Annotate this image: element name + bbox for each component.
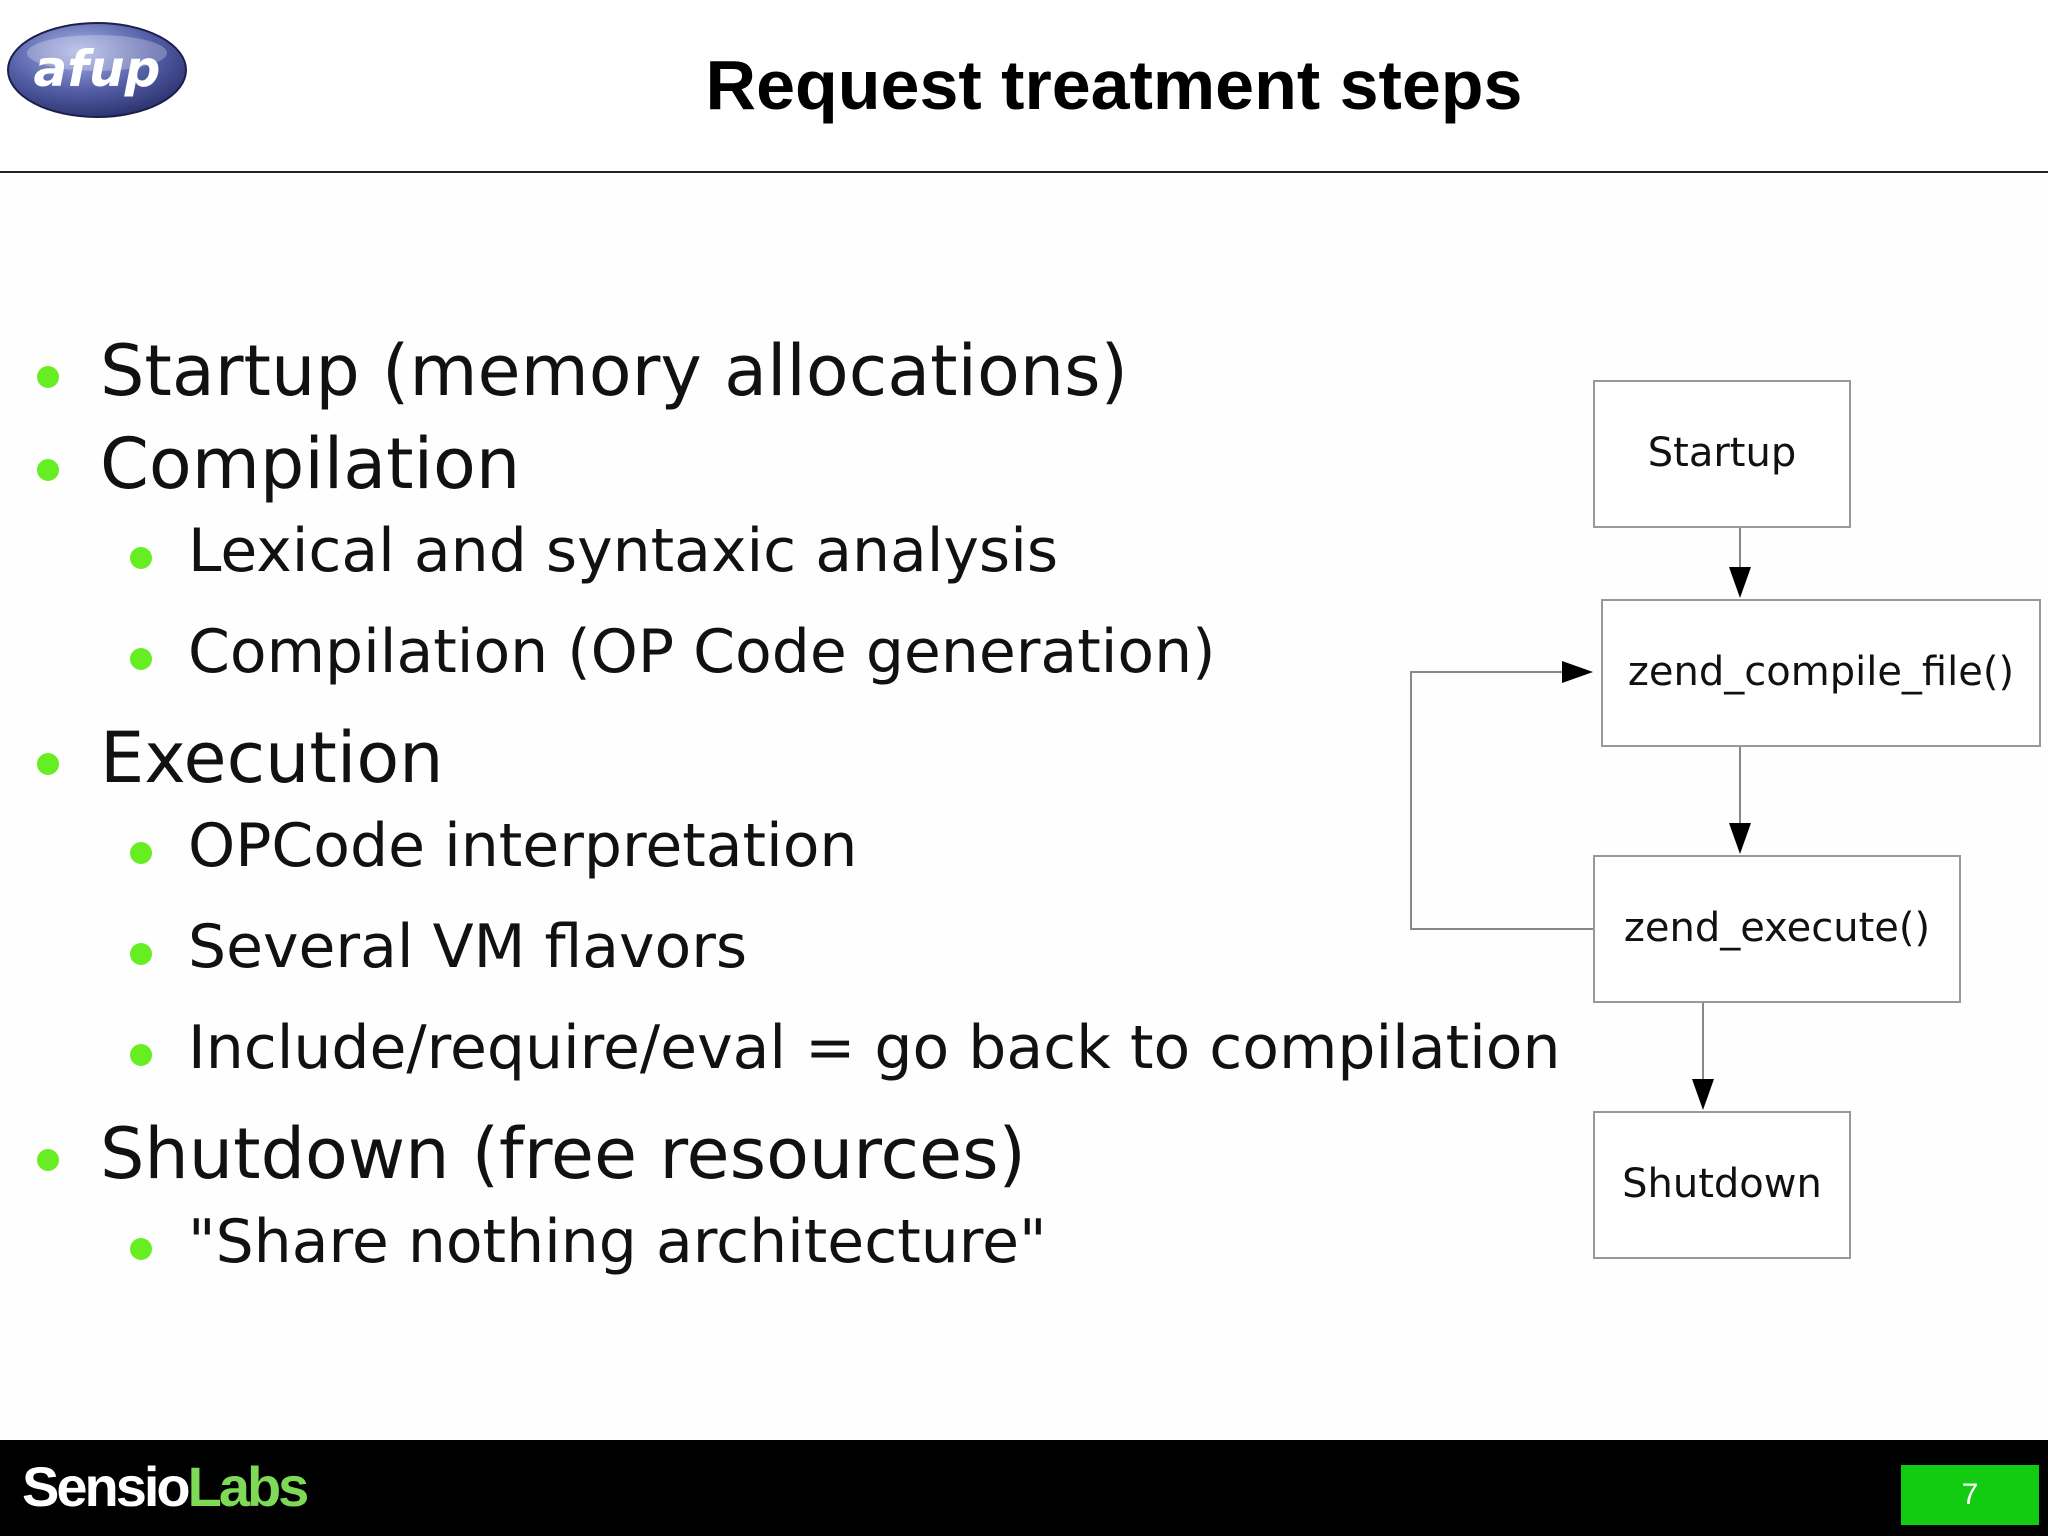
bullet-dot xyxy=(130,1044,152,1066)
slide-title: Request treatment steps xyxy=(705,46,1523,124)
bullet-dot xyxy=(130,648,152,670)
edge-execute-to-compile-loop xyxy=(1410,661,1594,930)
brand-part-sensio: Sensio xyxy=(22,1455,191,1518)
bullet-opcode-interpretation: OPCode interpretation xyxy=(188,811,858,881)
edge-execute-to-shutdown xyxy=(1692,1002,1714,1110)
bullet-share-nothing: "Share nothing architecture" xyxy=(188,1207,1047,1277)
brand-part-labs: Labs xyxy=(187,1455,310,1518)
bullet-startup: Startup (memory allocations) xyxy=(100,330,1128,412)
bullet-execution: Execution xyxy=(100,717,444,799)
node-zend-compile-file: zend_compile_file() xyxy=(1601,599,2041,747)
svg-text:zend_compile_file(): zend_compile_file() xyxy=(1628,649,2014,695)
bullet-dot xyxy=(130,547,152,569)
afup-logo: afup xyxy=(7,22,187,118)
bullet-dot xyxy=(130,943,152,965)
sensiolabs-logo: SensioLabs xyxy=(22,1452,310,1522)
bullet-shutdown: Shutdown (free resources) xyxy=(100,1113,1026,1195)
svg-text:Shutdown: Shutdown xyxy=(1622,1161,1822,1207)
bullet-dot xyxy=(37,366,59,388)
node-shutdown: Shutdown xyxy=(1593,1111,1851,1259)
slide-header: afup Request treatment steps xyxy=(0,0,2048,173)
bullet-dot xyxy=(37,459,59,481)
bullet-compilation: Compilation xyxy=(100,423,521,505)
bullet-dot xyxy=(130,842,152,864)
bullet-vm-flavors: Several VM flavors xyxy=(188,912,748,982)
slide-footer: SensioLabs xyxy=(0,1440,2048,1536)
bullet-dot xyxy=(37,1149,59,1171)
bullet-lexical-analysis: Lexical and syntaxic analysis xyxy=(188,516,1059,586)
bullet-dot xyxy=(130,1238,152,1260)
svg-text:Startup: Startup xyxy=(1648,430,1796,476)
bullet-dot xyxy=(37,753,59,775)
edge-compile-to-execute xyxy=(1729,746,1751,854)
node-startup: Startup xyxy=(1593,380,1851,528)
bullet-include-require-eval: Include/require/eval = go back to compil… xyxy=(188,1013,1561,1083)
svg-text:afup: afup xyxy=(34,40,161,98)
svg-text:zend_execute(): zend_execute() xyxy=(1624,905,1930,951)
bullet-opcode-generation: Compilation (OP Code generation) xyxy=(188,617,1216,687)
edge-startup-to-compile xyxy=(1729,527,1751,598)
page-number: 7 xyxy=(1901,1465,2039,1525)
node-zend-execute: zend_execute() xyxy=(1593,855,1961,1003)
